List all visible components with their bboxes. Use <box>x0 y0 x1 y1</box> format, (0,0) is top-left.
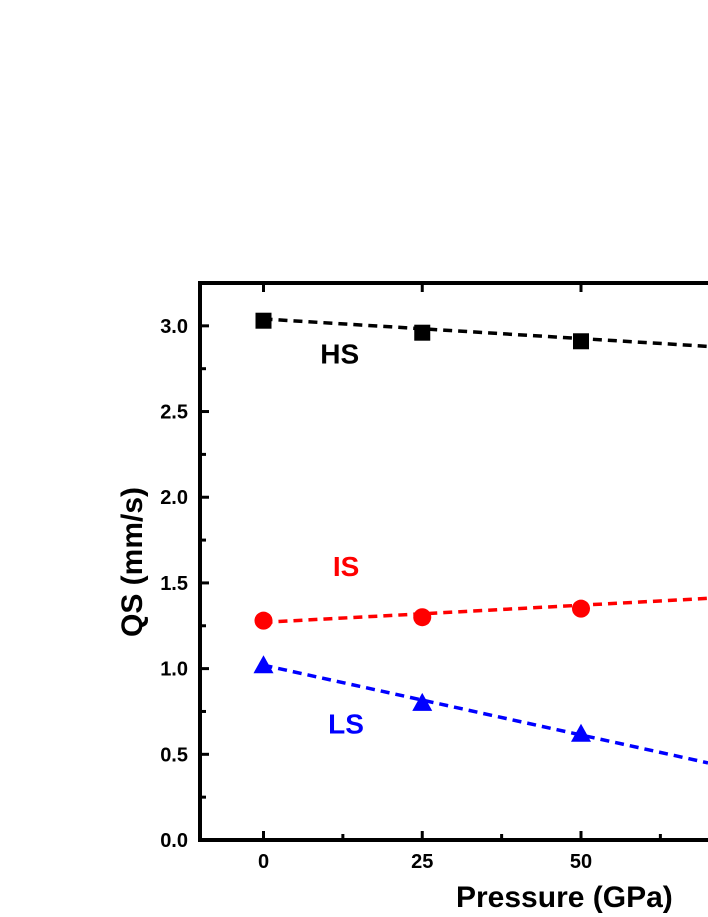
x-axis-title: Pressure (GPa) <box>456 881 673 914</box>
x-tick-label: 0 <box>258 851 269 873</box>
y-axis-title: QS (mm/s) <box>116 487 149 637</box>
y-tick-label: 0.0 <box>160 830 188 852</box>
ls-point <box>253 655 274 674</box>
y-tick-label: 0.5 <box>160 744 188 766</box>
hs-point <box>255 312 272 329</box>
ls-point <box>412 692 433 711</box>
ls-trend-line <box>263 663 708 765</box>
ls-series-label: LS <box>328 709 364 740</box>
y-tick-label: 1.0 <box>160 659 188 681</box>
y-tick-label: 3.0 <box>160 316 188 338</box>
x-tick-label: 50 <box>570 851 592 873</box>
ls-point <box>571 723 591 742</box>
is-series-label: IS <box>333 551 359 582</box>
hs-series-label: HS <box>320 339 359 370</box>
is-point <box>254 611 273 630</box>
hs-point <box>414 324 431 341</box>
hs-point <box>573 333 589 350</box>
is-trend-line <box>263 596 708 625</box>
x-tick-label: 25 <box>411 851 433 873</box>
is-point <box>572 599 590 618</box>
y-tick-label: 2.0 <box>160 487 188 509</box>
y-tick-label: 1.5 <box>160 573 188 595</box>
is-point <box>413 608 432 627</box>
y-tick-label: 2.5 <box>160 402 188 424</box>
